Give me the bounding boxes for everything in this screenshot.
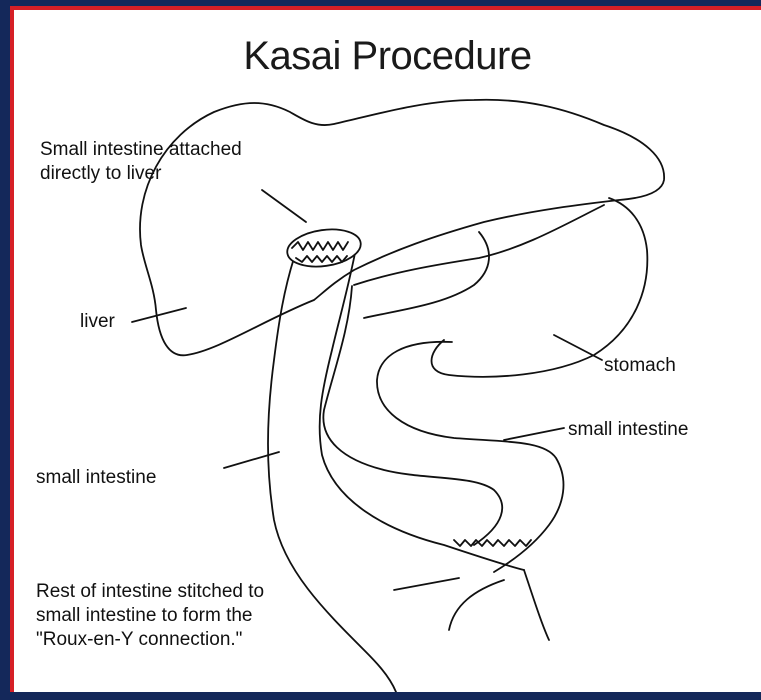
liver-inner-line — [354, 205, 604, 285]
distal-intestine — [449, 570, 549, 640]
label-attached: Small intestine attached directly to liv… — [40, 138, 242, 186]
stomach-outline — [364, 198, 647, 377]
roux-en-y-stitches — [454, 540, 531, 546]
label-rest-line-1: Rest of intestine stitched to — [36, 580, 264, 604]
label-small-intestine-left: small intestine — [36, 466, 156, 490]
leader-small-intestine-right — [504, 428, 564, 440]
label-rest-line-2: small intestine to form the — [36, 604, 264, 628]
small-intestine-loop-inner — [323, 286, 502, 545]
label-attached-line-1: Small intestine attached — [40, 138, 242, 162]
leader-stomach — [554, 335, 602, 360]
roux-limb-left — [268, 258, 396, 692]
diagram-frame: Kasai Procedure Small intestine attached… — [10, 6, 761, 692]
label-attached-line-2: directly to liver — [40, 162, 242, 186]
leader-attached — [262, 190, 306, 222]
label-liver: liver — [80, 310, 115, 334]
leader-liver — [132, 308, 186, 322]
label-stomach: stomach — [604, 354, 676, 378]
leader-rest-of-intestine — [394, 578, 459, 590]
label-small-intestine-right: small intestine — [568, 418, 688, 442]
leader-small-intestine-left — [224, 452, 279, 468]
label-rest-line-3: "Roux-en-Y connection." — [36, 628, 264, 652]
label-rest-of-intestine: Rest of intestine stitched to small inte… — [36, 580, 264, 652]
